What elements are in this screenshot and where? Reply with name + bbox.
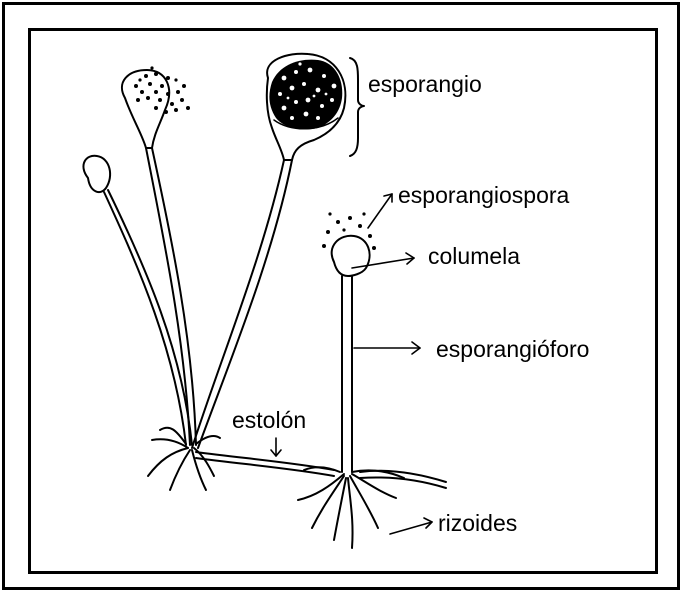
label-esporangiospora: esporangiospora bbox=[398, 182, 570, 208]
label-columela: columela bbox=[428, 243, 520, 269]
stolon bbox=[196, 452, 446, 488]
right-sporangiophore bbox=[192, 160, 292, 448]
label-rizoides: rizoides bbox=[438, 510, 517, 536]
label-esporangio: esporangio bbox=[368, 71, 482, 97]
dispersing-sporangium bbox=[122, 70, 169, 148]
label-esporangioforo: esporangióforo bbox=[436, 336, 589, 362]
left-sporangiophore bbox=[104, 190, 192, 445]
small-sporangium bbox=[83, 156, 110, 192]
right-rhizoids bbox=[298, 467, 404, 548]
labeled-sporangium bbox=[332, 236, 370, 276]
esporangio-bracket bbox=[350, 58, 364, 156]
labeled-sporangiophore bbox=[342, 276, 352, 472]
label-estolon: estolón bbox=[232, 407, 306, 433]
middle-sporangiophore bbox=[146, 148, 196, 445]
